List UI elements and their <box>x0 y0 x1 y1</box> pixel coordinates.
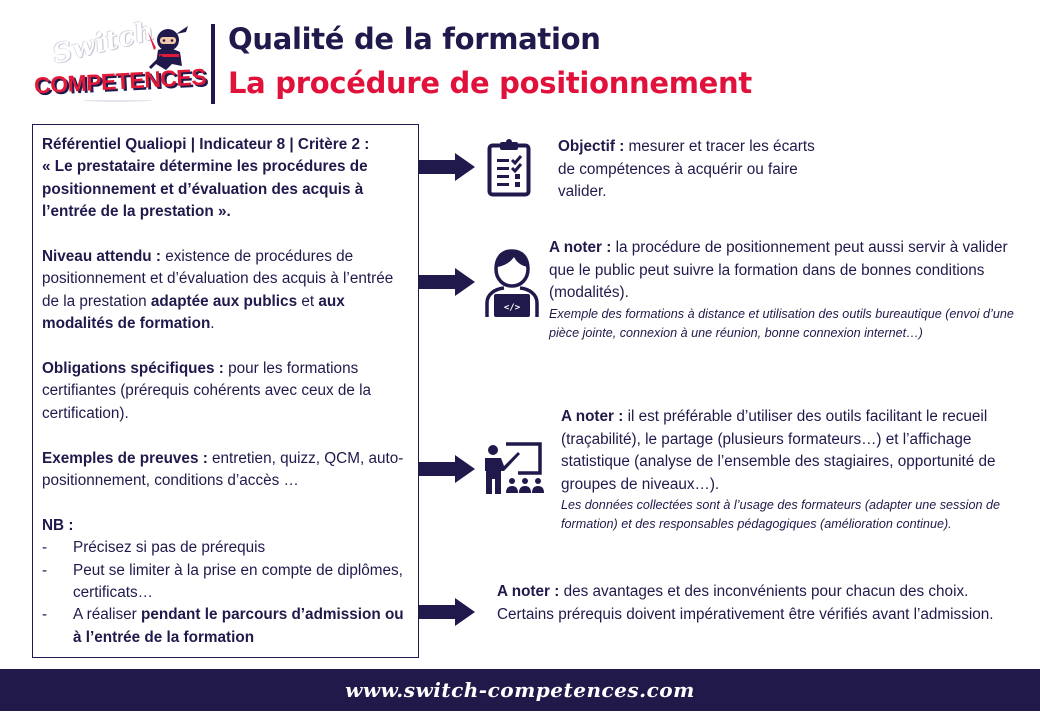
niveau-label: Niveau attendu : <box>42 248 161 266</box>
note-text: des avantages et des inconvénients pour … <box>497 583 994 623</box>
page-subtitle: La procédure de positionnement <box>228 66 752 100</box>
arrow-right-icon <box>419 455 475 483</box>
nb-section: NB : - Précisez si pas de prérequis - Peut… <box>42 515 410 649</box>
niveau-bold-1: adaptée aux publics <box>150 292 298 310</box>
note-objectif: Objectif : mesurer et tracer les écarts … <box>558 136 823 204</box>
header-divider <box>211 24 215 104</box>
dash-bullet: - <box>42 539 48 557</box>
page-title: Qualité de la formation <box>228 22 601 56</box>
person-laptop-code-icon: </> <box>485 249 539 317</box>
logo-swoosh <box>82 98 152 102</box>
arrow-right-icon <box>419 598 475 626</box>
reference-heading: Référentiel Qualiopi | Indicateur 8 | Cr… <box>42 136 370 153</box>
obligations-specifiques: Obligations spécifiques : pour les forma… <box>42 358 410 425</box>
exemples-preuves: Exemples de preuves : entretien, quizz, … <box>42 448 410 493</box>
dash-bullet: - <box>42 561 48 579</box>
reference-criterion: Référentiel Qualiopi | Indicateur 8 | Cr… <box>42 134 410 224</box>
note-italic-example: Les données collectées sont à l’usage de… <box>561 498 1000 532</box>
obligations-text: pour les formations certifiantes (préreq… <box>42 360 372 422</box>
nb-list: - Précisez si pas de prérequis - Peut se l… <box>42 537 410 649</box>
footer-bar: www.switch-competences.com <box>0 669 1040 711</box>
note-text: la procédure de positionnement peut auss… <box>549 239 1008 302</box>
note-modalites: A noter : la procédure de positionnement… <box>549 237 1024 343</box>
ninja-mascot-icon <box>148 26 188 70</box>
niveau-attendu: Niveau attendu : existence de procédures… <box>42 246 410 336</box>
website-link[interactable]: www.switch-competences.com <box>345 678 695 702</box>
teacher-presentation-icon <box>485 442 544 494</box>
preuves-label: Exemples de preuves : <box>42 449 208 467</box>
nb-item-bold: pendant le parcours d’admission ou à l’e… <box>73 606 404 646</box>
niveau-text-3: . <box>210 315 215 333</box>
preuves-text: entretien, quizz, QCM, auto-positionneme… <box>42 449 404 490</box>
brand-logo: Switch COMPETENCES <box>33 16 207 106</box>
reference-quote: « Le prestataire détermine les procédure… <box>42 158 368 221</box>
arrow-right-icon <box>419 153 475 181</box>
dash-bullet: - <box>42 606 48 624</box>
niveau-bold-2: aux modalités de formation <box>42 292 345 333</box>
nb-item-text: A réaliser <box>73 606 142 624</box>
nb-item: - A réaliser pendant le parcours d’admiss… <box>42 604 410 649</box>
nb-item: - Précisez si pas de prérequis <box>42 537 410 559</box>
note-label: A noter : <box>561 408 624 425</box>
note-label: Objectif : <box>558 138 625 155</box>
niveau-text-1: existence de procédures de positionnemen… <box>42 248 394 310</box>
nb-item-text: Précisez si pas de prérequis <box>73 539 266 557</box>
nb-item-text: Peut se limiter à la prise en compte de … <box>73 561 403 602</box>
nb-item: - Peut se limiter à la prise en compte de… <box>42 560 410 605</box>
note-avantages: A noter : des avantages et des inconvéni… <box>497 581 1022 626</box>
note-italic-example: Exemple des formations à distance et uti… <box>549 306 1014 340</box>
niveau-text-2: et <box>297 292 319 310</box>
note-text: mesurer et tracer les écarts de compéten… <box>558 138 815 201</box>
clipboard-checklist-icon <box>487 139 531 197</box>
obligations-label: Obligations spécifiques : <box>42 360 224 378</box>
svg-text:</>: </> <box>504 303 521 313</box>
arrow-right-icon <box>419 268 475 296</box>
nb-label: NB : <box>42 516 74 534</box>
note-label: A noter : <box>549 239 612 256</box>
qualiopi-reference-box: Référentiel Qualiopi | Indicateur 8 | Cr… <box>32 124 419 658</box>
note-label: A noter : <box>497 583 560 600</box>
note-text: il est préférable d’utiliser des outils … <box>561 408 996 493</box>
note-outils: A noter : il est préférable d’utiliser d… <box>561 406 1023 534</box>
